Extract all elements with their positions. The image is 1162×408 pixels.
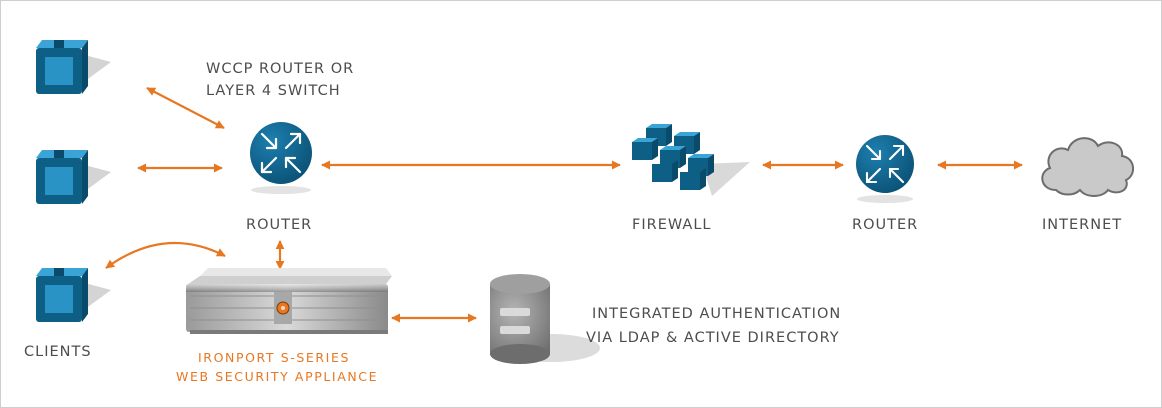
internet-cloud-icon	[1041, 137, 1134, 197]
auth-label-line2: VIA LDAP & ACTIVE DIRECTORY	[586, 330, 840, 346]
appliance-label-line1: IRONPORT S-SERIES	[198, 350, 351, 365]
appliance-label-line2: WEB SECURITY APPLIANCE	[176, 369, 379, 384]
router-icon	[250, 122, 312, 194]
clients-label: CLIENTS	[24, 344, 92, 360]
router-right-label: ROUTER	[852, 217, 919, 233]
wccp-label-line2: LAYER 4 SWITCH	[206, 83, 341, 99]
client-computer-icon	[36, 150, 111, 204]
connectors	[105, 87, 1023, 323]
connector-client1-router	[146, 87, 225, 129]
firewall-label: FIREWALL	[632, 217, 712, 233]
wccp-label-line1: WCCP ROUTER OR	[206, 61, 355, 77]
directory-database-icon	[490, 274, 600, 364]
router-left-label: ROUTER	[246, 217, 313, 233]
firewall-icon	[632, 124, 750, 196]
client-computer-icon	[36, 268, 111, 322]
connector-client3-appliance	[105, 241, 226, 269]
auth-label-line1: INTEGRATED AUTHENTICATION	[592, 306, 842, 322]
client-computer-icon	[36, 40, 111, 94]
web-security-appliance-icon	[186, 268, 392, 334]
internet-label: INTERNET	[1042, 217, 1123, 233]
router-icon	[856, 135, 914, 203]
